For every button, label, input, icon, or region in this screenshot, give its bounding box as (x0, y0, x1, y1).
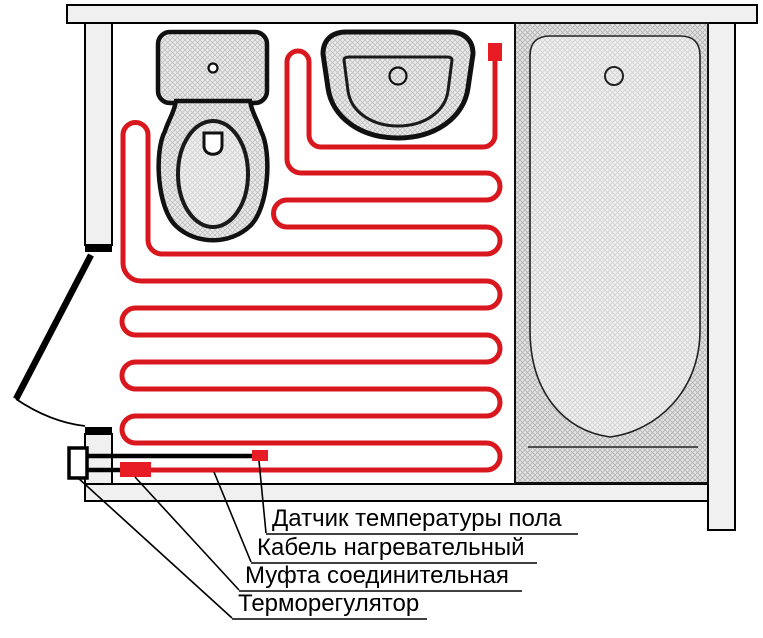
cable-end-cap (488, 43, 502, 61)
door-jamb-bottom (85, 427, 112, 434)
label-thermostat: Терморегулятор (238, 590, 420, 617)
sink (320, 29, 476, 141)
room-walls (66, 4, 758, 531)
toilet-seat-opening (176, 119, 250, 229)
sink-inner (342, 55, 454, 128)
label-floor-temperature-sensor: Датчик температуры пола (272, 505, 562, 532)
callout-coupling (134, 476, 240, 591)
toilet-flush-hole (202, 131, 224, 156)
thermostat (67, 446, 89, 480)
thermostat-group (67, 446, 268, 480)
wall-right (707, 22, 736, 531)
sink-drain-icon (388, 66, 408, 86)
wall-top (66, 4, 758, 24)
toilet-button-icon (207, 62, 219, 74)
label-heating-cable: Кабель нагревательный (257, 534, 525, 561)
wall-left-upper (84, 22, 113, 246)
door-swing-arc (15, 398, 86, 427)
label-connecting-coupling: Муфта соединительная (245, 562, 509, 589)
callout-thermostat (76, 476, 233, 619)
bathtub (514, 22, 709, 484)
wall-bottom (84, 483, 711, 502)
heating-cable (119, 48, 503, 473)
callout-lines (76, 460, 578, 620)
door (13, 253, 94, 427)
coupling-marker (120, 462, 151, 477)
callout-sensor (258, 460, 267, 534)
door-leaf (13, 253, 94, 401)
bathtub-inner (529, 35, 701, 438)
callout-cable (213, 471, 252, 563)
floor-sensor-marker (252, 450, 268, 461)
heating-cable-group (119, 43, 503, 473)
toilet (155, 29, 270, 243)
bathtub-drain-icon (604, 66, 624, 86)
door-jamb-top (85, 245, 112, 252)
